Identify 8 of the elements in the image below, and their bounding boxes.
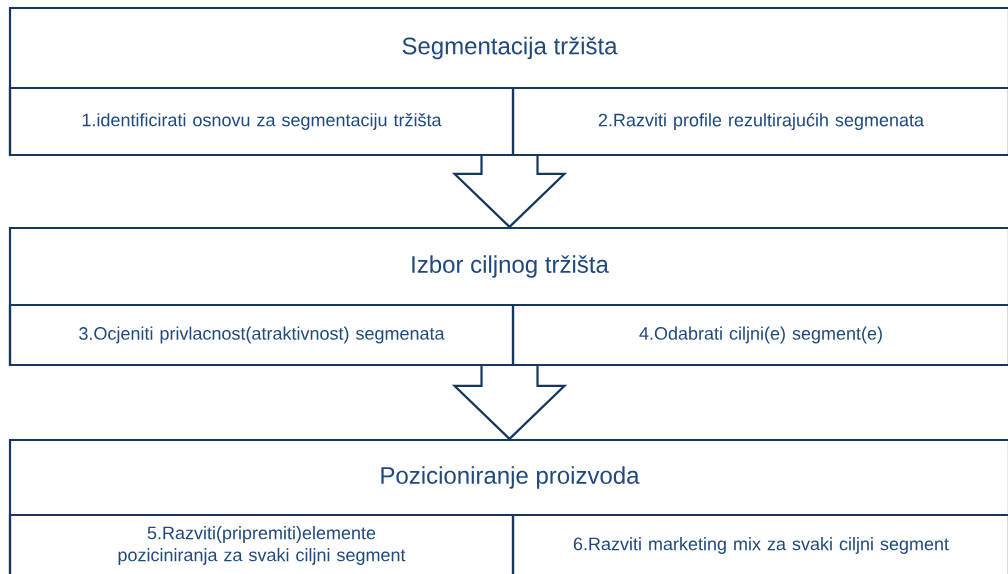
- step-cell: 5.Razviti(pripremiti)elemente poziciniranja za svaki ciljni segment: [8, 513, 515, 574]
- step-cell: 4.Odabrati ciljni(e) segment(e): [511, 303, 1008, 367]
- step-cell: 2.Razviti profile rezultirajućih segmenata: [511, 86, 1008, 157]
- block-arrow: [451, 155, 568, 229]
- step-cell: 3.Ocjeniti privlacnost(atraktivnost) segmenata: [8, 303, 515, 367]
- step-cell: 6.Razviti marketing mix za svaki ciljni segment: [511, 513, 1008, 574]
- step-cell: 1.identificirati osnovu za segmentaciju tržišta: [8, 86, 515, 157]
- block-arrow: [451, 365, 568, 441]
